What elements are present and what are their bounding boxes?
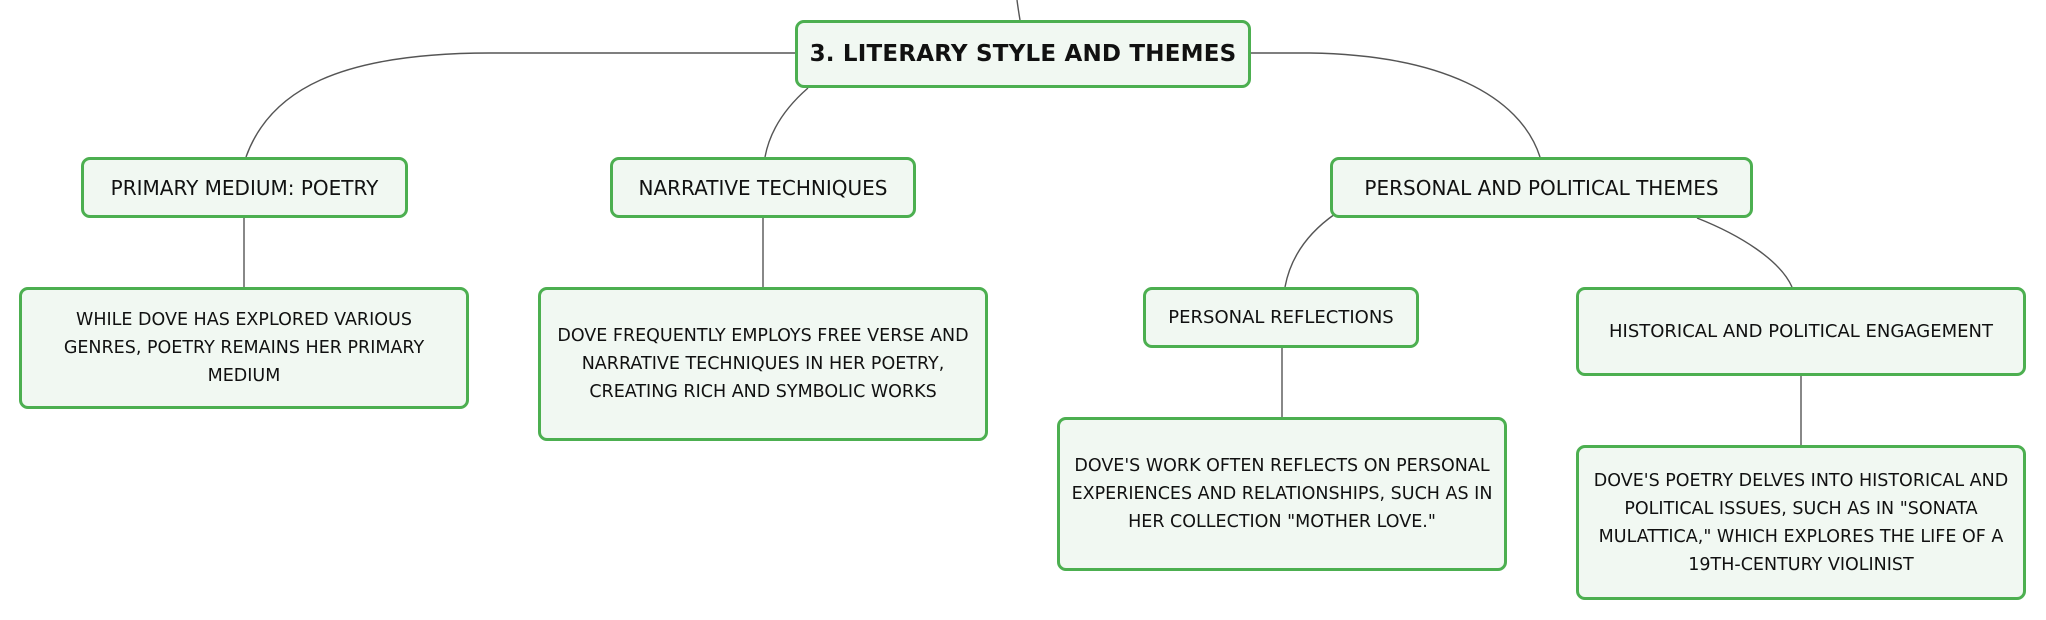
connector-root-to-themes: [1251, 52, 1541, 158]
connector-parent-to-root: [1016, 0, 1021, 21]
topic-label-narrative-techniques: NARRATIVE TECHNIQUES: [638, 175, 888, 200]
topic-node-narrative-techniques[interactable]: NARRATIVE TECHNIQUES: [610, 157, 916, 218]
subtopic-label-historical-and-political-engagement: HISTORICAL AND POLITICAL ENGAGEMENT: [1608, 321, 1993, 342]
detail-text-historical-and-political-engagement: DOVE'S POETRY DELVES INTO HISTORICAL AND…: [1593, 470, 2009, 575]
detail-node-personal-reflections[interactable]: DOVE'S WORK OFTEN REFLECTS ON PERSONAL E…: [1057, 417, 1507, 571]
connector-themes-to-historical: [1696, 217, 1793, 288]
topic-node-primary-medium-poetry[interactable]: PRIMARY MEDIUM: POETRY: [81, 157, 408, 218]
detail-node-historical-and-political-engagement[interactable]: DOVE'S POETRY DELVES INTO HISTORICAL AND…: [1576, 445, 2026, 600]
subtopic-node-historical-and-political-engagement[interactable]: HISTORICAL AND POLITICAL ENGAGEMENT: [1576, 287, 2026, 376]
topic-label-personal-and-political-themes: PERSONAL AND POLITICAL THEMES: [1364, 175, 1719, 200]
connector-root-to-poetry: [245, 52, 795, 158]
topic-label-primary-medium-poetry: PRIMARY MEDIUM: POETRY: [110, 175, 379, 200]
detail-text-poetry: WHILE DOVE HAS EXPLORED VARIOUS GENRES, …: [63, 310, 425, 386]
connector-root-to-narrative: [764, 87, 809, 158]
detail-text-personal-reflections: DOVE'S WORK OFTEN REFLECTS ON PERSONAL E…: [1071, 456, 1493, 532]
detail-node-poetry[interactable]: WHILE DOVE HAS EXPLORED VARIOUS GENRES, …: [19, 287, 469, 409]
connector-themes-to-personal: [1284, 213, 1336, 288]
detail-node-narrative-techniques[interactable]: DOVE FREQUENTLY EMPLOYS FREE VERSE AND N…: [538, 287, 988, 441]
subtopic-node-personal-reflections[interactable]: PERSONAL REFLECTIONS: [1143, 287, 1419, 348]
topic-node-personal-and-political-themes[interactable]: PERSONAL AND POLITICAL THEMES: [1330, 157, 1753, 218]
subtopic-label-personal-reflections: PERSONAL REFLECTIONS: [1168, 307, 1394, 328]
root-topic-label: 3. LITERARY STYLE AND THEMES: [809, 41, 1237, 67]
detail-text-narrative-techniques: DOVE FREQUENTLY EMPLOYS FREE VERSE AND N…: [557, 326, 969, 402]
root-topic-node[interactable]: 3. LITERARY STYLE AND THEMES: [795, 20, 1251, 88]
